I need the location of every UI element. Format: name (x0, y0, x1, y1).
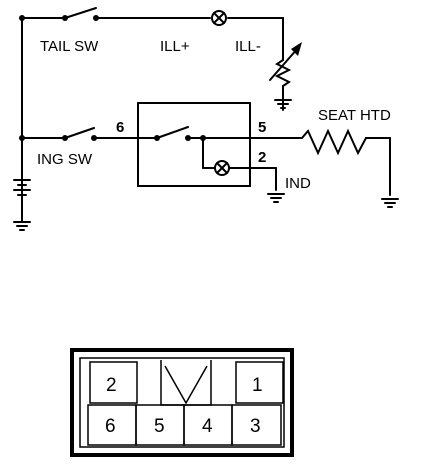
ing-switch-blade (64, 127, 95, 139)
switch-contact-dot (185, 135, 191, 141)
pin-2-label: 2 (258, 149, 266, 166)
switch-contact-dot (154, 135, 160, 141)
dimmer-arrow-head-icon (291, 42, 302, 56)
connector-cell-1-label: 1 (252, 375, 263, 396)
ill-minus-label: ILL- (235, 38, 261, 55)
junction-dot (200, 135, 206, 141)
connector-cell-2-label: 2 (106, 375, 117, 396)
ind-label: IND (285, 175, 311, 192)
connector-key-notch (160, 360, 212, 406)
internal-switch-blade (156, 126, 189, 139)
switch-contact-dot (91, 135, 97, 141)
connector-cell-3 (231, 404, 282, 446)
ing-switch-label: ING SW (37, 151, 93, 168)
connector-inner-frame (79, 357, 285, 448)
connector-cell-2 (89, 361, 138, 404)
ill-plus-label: ILL+ (160, 38, 190, 55)
seat-heater-label: SEAT HTD (318, 107, 391, 124)
junction-dot (19, 15, 25, 21)
connector-cell-1 (235, 361, 284, 404)
switch-contact-dot (62, 135, 68, 141)
connector-cell-4-label: 4 (202, 416, 213, 437)
connector-outline (70, 348, 294, 457)
seat-heater-switch-box (137, 102, 251, 187)
seat-heater-resistor-icon (301, 128, 367, 156)
tail-switch-blade (64, 7, 97, 19)
dimmer-arrow-shaft (269, 47, 299, 81)
pin-6-label: 6 (116, 119, 124, 136)
dimmer-resistor-icon (274, 59, 292, 87)
junction-dot (19, 135, 25, 141)
connector-key-v (164, 365, 208, 405)
connector-cell-6-label: 6 (105, 416, 116, 437)
switch-contact-dot (62, 15, 68, 21)
pin-5-label: 5 (258, 119, 266, 136)
switch-contact-dot (93, 15, 99, 21)
connector-cell-5-label: 5 (154, 416, 165, 437)
connector-cell-3-label: 3 (250, 416, 261, 437)
tail-switch-label: TAIL SW (40, 38, 99, 55)
